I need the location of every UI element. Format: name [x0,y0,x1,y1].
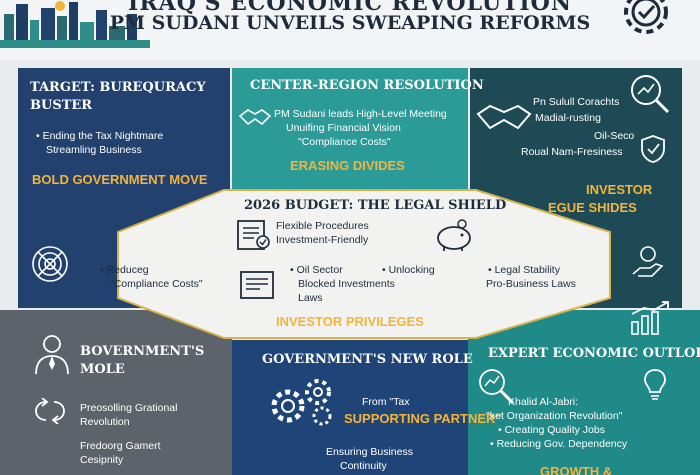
investor-footer-line1: INVESTOR [586,182,653,197]
budget-col2-line2: Blocked Investments [298,278,395,290]
document-icon [240,271,274,299]
panel-government-role [0,310,232,475]
handshake-icon [476,104,532,130]
bureaucracy-heading-line1: TARGET: BUREQURACY [30,80,206,95]
shield-check-icon [641,135,665,163]
piggy-bank-icon [437,219,471,251]
government-heading-line1: BOVERNMENT'S [80,344,205,359]
investor-line4: Roual Nam-Fresiness [521,146,623,158]
contract-icon [237,220,270,250]
budget-footer: INVESTOR PRIVILEGES [276,314,424,329]
new-role-line4: Continuity [340,460,387,472]
government-heading-line2: MOLE [80,362,125,377]
center-region-line1: PM Sudani leads High-Level Meeting [274,108,447,120]
hand-coin-icon [632,246,664,277]
panel-new-role [232,340,468,475]
budget-col4-line2: Pro-Business Laws [486,278,576,290]
budget-col2-line3: Laws [298,292,323,304]
expert-line1: Khalid Al-Jabri: [508,396,579,408]
bureaucracy-heading-line2: BUSTER [30,98,93,113]
investor-line2: Madial-rusting [535,112,601,124]
government-line2: Revolution [80,416,130,428]
new-role-line2: SUPPORTING PARTNER" [344,411,502,426]
budget-line2: Investment-Friendly [276,234,369,246]
lightbulb-icon [644,369,666,400]
center-region-footer: ERASING DIVIDES [290,158,405,173]
gear-check-icon [624,0,668,34]
bureaucracy-bullet-cont: Streamling Business [46,144,142,156]
center-region-line3: "Compliance Costs" [298,136,391,148]
page-subtitle: PM SUDANI UNVEILS SWEAPING REFORMS [109,12,591,34]
investor-line1: Pn Sulull Corachts [533,96,620,108]
expert-footer: GROWTH & [540,464,613,475]
budget-line1: Flexible Procedures [276,220,369,232]
target-icon [32,246,68,282]
panel-center-region [232,68,468,194]
new-role-line3: Ensuring Business [326,446,413,458]
gears-icon [271,379,332,426]
header-banner: IRAQ'S ECONOMIC REVOLUTION PM SUDANI UNV… [0,0,700,60]
expert-heading: EXPERT ECONOMIC OUTLOK [488,346,700,361]
budget-col3-line1: Unlocking [382,264,435,277]
center-region-line2: Unuifing Financial Vision [286,122,401,134]
expert-line2: "ket Organization Revolution" [486,410,623,422]
budget-heading: 2026 BUDGET: THE LEGAL SHIELD [244,198,507,213]
growth-chart-icon [631,301,669,335]
budget-col2-line1: Oil Sector [290,264,343,277]
budget-col1-line1: Reduceg [100,264,149,277]
magnifier-trend-icon [479,369,515,405]
bureaucracy-bullet: Ending the Tax Nightmare [36,130,164,143]
bureaucracy-footer: BOLD GOVERNMENT MOVE [32,172,208,187]
city-skyline-icon [0,0,150,48]
expert-bullet2: Reducing Gov. Dependency [490,438,628,451]
investor-line3: Oil-Seco [594,130,635,142]
center-region-heading: CENTER-REGION RESOLUTION [250,78,484,93]
new-role-line1: From "Tax [362,396,410,408]
expert-bullet1: Creating Quality Jobs [498,424,605,437]
page-title: IRAQ'S ECONOMIC REVOLUTION [128,0,572,16]
government-line3: Fredoorg Gamert [80,440,161,452]
businessman-icon [35,335,69,375]
budget-col1-line2: "Compliance Costs" [110,278,203,290]
budget-col4-line1: Legal Stability [488,264,560,277]
government-line4: Cesipnity [80,454,124,466]
cycle-arrows-icon [35,398,65,424]
magnifier-chart-icon [631,75,670,114]
government-line1: Preosolling Grational [80,402,178,414]
handshake-icon [238,109,272,126]
new-role-heading: GOVERNMENT'S NEW ROLE [262,352,473,367]
investor-footer-line2: EGUE SHIDES [548,200,637,215]
